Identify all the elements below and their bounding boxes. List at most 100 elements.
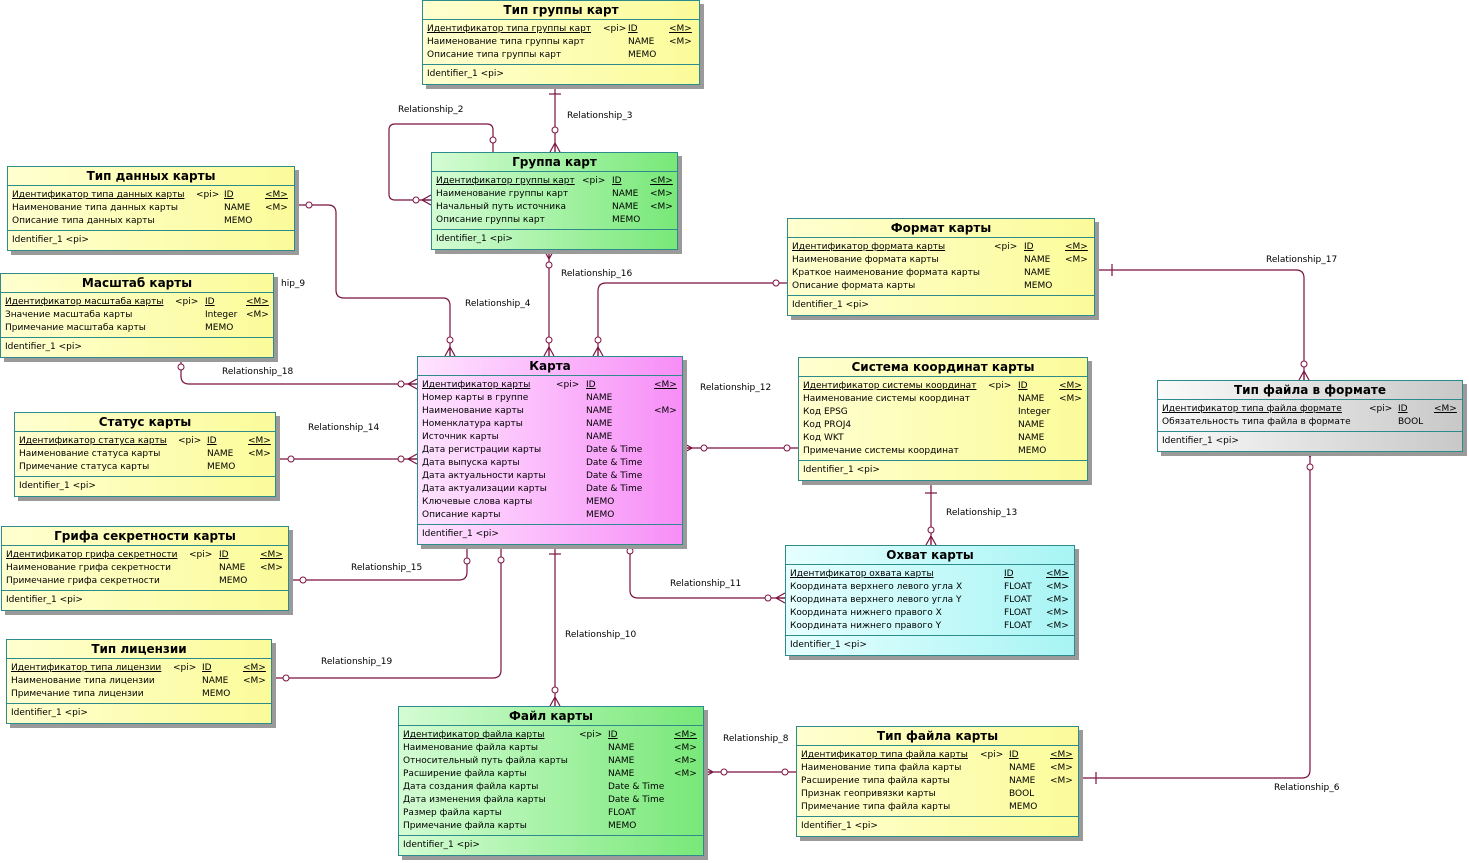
attribute-mandatory: <M> [674, 756, 697, 766]
many-mark [775, 592, 786, 604]
optional-mark [177, 363, 185, 371]
attribute-type: BOOL [1398, 417, 1424, 427]
attribute-type: NAME [1009, 776, 1036, 786]
attribute-type: ID [1009, 750, 1019, 760]
attribute-pi [556, 483, 586, 496]
attribute-type: ID [586, 380, 596, 390]
relationship-label-r10: Relationship_10 [565, 630, 637, 640]
entity-attributes: Идентификатор группы карт<pi>ID<M>Наимен… [432, 172, 677, 229]
attribute-type: MEMO [586, 510, 615, 520]
attribute-type: Date & Time [586, 458, 643, 468]
attribute-mandatory [654, 483, 678, 496]
attribute-type: NAME [586, 393, 613, 403]
attribute-pi [988, 406, 1018, 419]
entity-title: Формат карты [788, 219, 1094, 238]
attribute-name: Примечание грифа секретности [6, 576, 160, 586]
entity-title: Грифа секретности карты [2, 527, 288, 546]
many-mark [703, 766, 714, 778]
optional-mark [412, 196, 420, 204]
attribute-type: ID [612, 176, 622, 186]
attribute-pi [556, 457, 586, 470]
attribute-pi: <pi> [173, 663, 197, 673]
attribute-type: FLOAT [1004, 621, 1032, 631]
many-mark [407, 378, 418, 390]
attribute-name: Идентификатор масштаба карты [5, 297, 164, 307]
primary-key-attribute: Идентификатор типа файла карты<pi>ID<M> [801, 749, 1074, 762]
attribute-mandatory: <M> [260, 563, 283, 573]
attribute-type: NAME [207, 449, 234, 459]
attribute-pi [994, 267, 1024, 280]
attribute-name: Наименование статуса карты [19, 449, 161, 459]
attribute-name: Координата нижнего правого Y [790, 621, 942, 631]
entity-title: Тип группы карт [423, 1, 699, 20]
attribute-pi [582, 214, 612, 227]
attribute-pi [173, 688, 202, 701]
optional-mark [299, 576, 307, 584]
entity-title: Статус карты [15, 413, 275, 432]
primary-key-attribute: Идентификатор масштаба карты<pi>ID<M> [5, 296, 269, 309]
attribute-type: NAME [1018, 394, 1045, 404]
optional-mark [397, 380, 405, 388]
attribute-type: MEMO [586, 497, 615, 507]
attribute-name: Идентификатор статуса карты [19, 436, 167, 446]
attribute-pi: <pi> [994, 242, 1018, 252]
attribute-name: Примечание файла карты [403, 821, 527, 831]
many-mark [592, 346, 604, 357]
attribute-pi [976, 620, 1004, 633]
relationship-line-r6 [1079, 448, 1311, 779]
attribute-name: Значение масштаба карты [5, 310, 133, 320]
attribute-pi [988, 393, 1018, 406]
attribute-type: MEMO [612, 215, 641, 225]
attribute-pi [988, 432, 1018, 445]
attribute-mandatory [243, 688, 267, 701]
attribute-name: Источник карты [422, 432, 499, 442]
relationship-label-r3: Relationship_3 [567, 111, 633, 121]
attribute-pi [976, 568, 1004, 581]
attribute-type: MEMO [224, 216, 253, 226]
optional-mark [551, 686, 559, 694]
attribute-pi [980, 762, 1009, 775]
attribute-mandatory: <M> [243, 676, 266, 686]
many-mark [549, 142, 561, 153]
attribute-name: Идентификатор карты [422, 380, 531, 390]
relationship-label-r17: Relationship_17 [1266, 255, 1338, 265]
attribute-mandatory [674, 781, 699, 794]
attribute-type: NAME [612, 202, 639, 212]
entity-attributes: Идентификатор формата карты<pi>ID<M>Наим… [788, 238, 1094, 295]
attribute-pi [556, 392, 586, 405]
optional-mark [700, 444, 708, 452]
optional-mark [927, 526, 935, 534]
attribute-mandatory [1059, 445, 1083, 458]
primary-key-attribute: Идентификатор типа данных карты<pi>ID<M> [12, 189, 290, 202]
attribute-type: MEMO [1009, 802, 1038, 812]
primary-key-attribute: Идентификатор типа группы карт<pi>ID<M> [427, 23, 695, 36]
attribute-mandatory: <M> [265, 203, 288, 213]
optional-mark [781, 768, 789, 776]
